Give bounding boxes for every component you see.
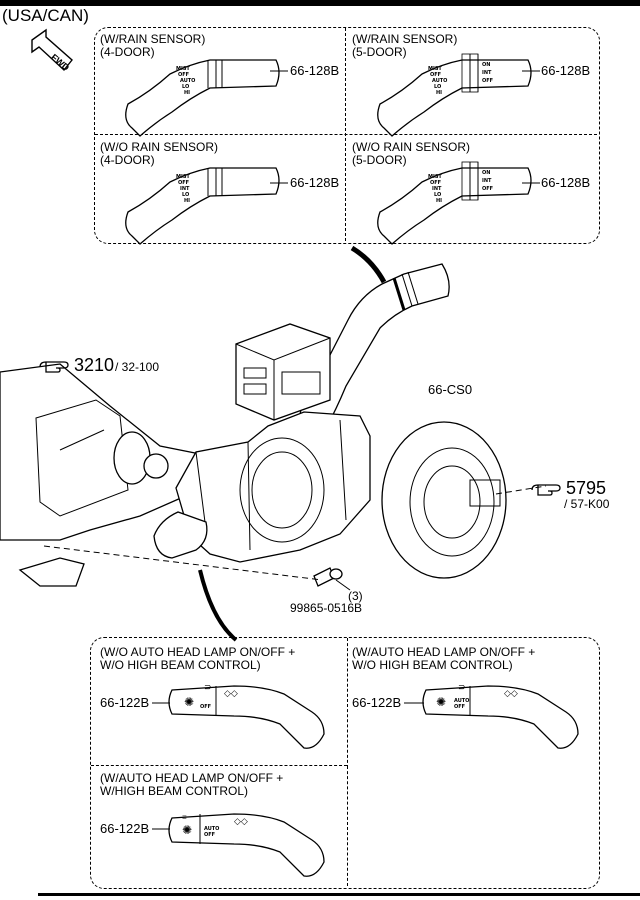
- high-beam-icon: ≡: [182, 813, 187, 822]
- wiper-position-label: AUTO: [180, 78, 195, 84]
- part-number: 66-128B: [290, 63, 340, 78]
- panel-divider-h: [95, 134, 597, 135]
- bottom-border: [38, 893, 640, 896]
- wiper-position-label: LO: [434, 192, 441, 198]
- wiper-position-label: OFF: [482, 186, 493, 192]
- wiper-position-label: MIST: [428, 66, 442, 72]
- headlight-stalk-drawing: AUTO OFF ✺ ≡ ◇◇: [168, 813, 325, 877]
- headlight-position-label: OFF: [454, 704, 465, 710]
- wiper-position-label: HI: [436, 198, 442, 204]
- side-lamp-icon: ◇◇: [234, 816, 248, 826]
- wiper-position-label: HI: [184, 198, 190, 204]
- wiper-position-label: OFF: [482, 78, 493, 84]
- clock-spring-part: 66-CS0: [428, 382, 473, 397]
- wiper-position-label: MIST: [176, 66, 190, 72]
- headlight-stalk-drawing: AUTO OFF ✺ ⊃ ◇◇: [422, 682, 579, 749]
- top-border: [0, 0, 640, 6]
- wiper-variant-caption: (W/RAIN SENSOR) (4-DOOR): [100, 32, 206, 59]
- wiper-position-label: MIST: [176, 174, 190, 180]
- headlight-switch-panel: [90, 637, 600, 889]
- wiper-switch-panel: [94, 27, 600, 244]
- wiper-position-label: INT: [432, 186, 442, 192]
- wiper-position-label: MIST: [428, 174, 442, 180]
- part-number: 66-128B: [541, 63, 591, 78]
- headlight-icon: ✺: [182, 823, 192, 837]
- part-number: 66-122B: [352, 695, 402, 710]
- wiper-position-label: OFF: [430, 72, 441, 78]
- wiper-position-label: INT: [482, 70, 492, 76]
- parking-lamp-icon: ⊃: [458, 682, 466, 692]
- wiper-position-label: INT: [482, 178, 492, 184]
- headlight-position-label: OFF: [204, 832, 215, 838]
- wiper-variant-caption: (W/O RAIN SENSOR) (5-DOOR): [352, 140, 471, 167]
- wiper-stalk-drawing: MIST OFF INT LO HI ON INT OFF: [377, 161, 532, 245]
- leader-lines: [270, 70, 540, 184]
- screw-part: 99865-0516B: [290, 601, 363, 615]
- wiper-position-label: LO: [434, 84, 441, 90]
- fwd-arrow-icon: FWD: [31, 28, 73, 73]
- hand-pointer-icon: [531, 484, 561, 496]
- panel-divider-v: [347, 638, 348, 768]
- wiper-position-label: OFF: [178, 180, 189, 186]
- wiper-variant-caption: (W/RAIN SENSOR) (5-DOOR): [352, 32, 458, 59]
- side-lamp-icon: ◇◇: [504, 688, 518, 698]
- wiper-position-label: HI: [184, 90, 190, 96]
- headlight-stalk-drawing: OFF ✺ ⊃ ◇◇: [168, 682, 325, 749]
- wiper-position-label: LO: [182, 192, 189, 198]
- wiper-position-label: OFF: [430, 180, 441, 186]
- headlight-variant-caption: (W/AUTO HEAD LAMP ON/OFF + W/O HIGH BEAM…: [352, 645, 536, 672]
- screw-qty: (3): [348, 589, 363, 603]
- panel-divider-h: [91, 765, 347, 766]
- exploded-assembly-drawing: [0, 245, 547, 642]
- region-title: (USA/CAN): [2, 6, 89, 25]
- part-number: 66-128B: [290, 175, 340, 190]
- headlight-position-label: AUTO: [454, 698, 469, 704]
- wiper-position-label: ON: [482, 62, 490, 68]
- headlight-variant-caption: (W/O AUTO HEAD LAMP ON/OFF + W/O HIGH BE…: [100, 645, 296, 672]
- wiper-position-label: INT: [180, 186, 190, 192]
- side-lamp-icon: ◇◇: [224, 688, 238, 698]
- parking-lamp-icon: ⊃: [204, 682, 212, 692]
- steering-column-sub: / 32-100: [115, 360, 160, 374]
- wiper-position-label: HI: [436, 90, 442, 96]
- headlight-icon: ✺: [436, 695, 446, 709]
- wiper-position-label: AUTO: [432, 78, 447, 84]
- part-number: 66-122B: [100, 695, 150, 710]
- wiper-variant-caption: (W/O RAIN SENSOR) (4-DOOR): [100, 140, 219, 167]
- headlight-position-label: AUTO: [204, 826, 219, 832]
- wiper-position-label: ON: [482, 170, 490, 176]
- panel-divider-v: [347, 766, 348, 886]
- hand-pointer-icon: [39, 361, 69, 373]
- headlight-position-label: OFF: [200, 704, 211, 710]
- wiper-stalk-drawing: MIST OFF AUTO LO HI ON INT OFF: [377, 53, 532, 137]
- airbag-sub: / 57-K00: [564, 497, 610, 511]
- headlight-icon: ✺: [184, 695, 194, 709]
- part-number: 66-122B: [100, 821, 150, 836]
- headlight-variant-caption: (W/AUTO HEAD LAMP ON/OFF + W/HIGH BEAM C…: [100, 771, 284, 798]
- wiper-position-label: OFF: [178, 72, 189, 78]
- part-number: 66-128B: [541, 175, 591, 190]
- steering-column-ref: 3210: [74, 355, 115, 375]
- wiper-stalk-drawing: MIST OFF AUTO LO HI: [125, 59, 280, 137]
- wiper-stalk-drawing: MIST OFF INT LO HI: [125, 167, 280, 245]
- airbag-ref: 5795: [566, 478, 607, 498]
- wiper-position-label: LO: [182, 84, 189, 90]
